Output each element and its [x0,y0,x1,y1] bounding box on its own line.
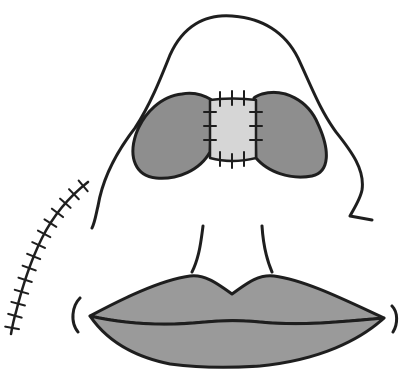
columella-graft [210,99,256,162]
right-nostril [254,92,326,177]
upper-lip [90,276,384,324]
left-commissure-mark [73,298,80,332]
cheek-suture-stitch [52,209,63,217]
cheek-suture-stitch [5,327,19,330]
philtrum-left [192,226,203,272]
philtrum-right [262,226,272,272]
left-alar-crease [92,206,98,228]
right-commissure-mark [392,306,397,332]
left-nostril [133,93,212,178]
cheek-incision-line [11,182,88,334]
cheek-suture-stitch [44,219,56,226]
